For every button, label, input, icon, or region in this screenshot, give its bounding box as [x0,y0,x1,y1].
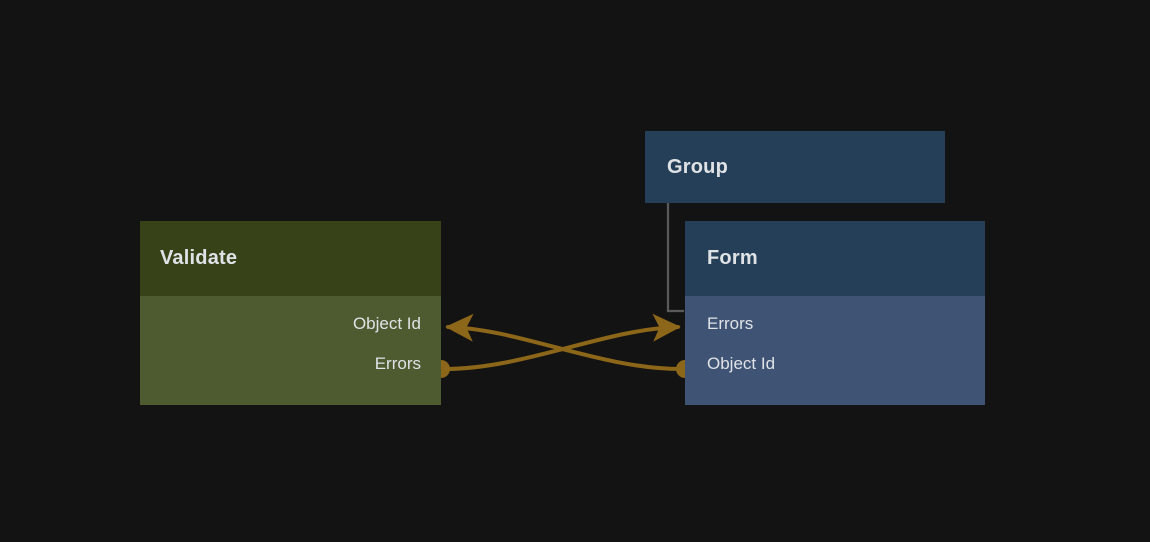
node-form-header[interactable]: Form [685,221,985,296]
port-label-form-errors: Errors [707,314,754,333]
port-validate-errors[interactable]: Errors [140,344,441,384]
node-validate[interactable]: Validate Object Id Errors [140,221,441,405]
node-validate-title: Validate [160,247,238,269]
edge-validate-errors-to-form-errors[interactable] [442,313,681,371]
port-validate-object-id[interactable]: Object Id [140,304,441,344]
port-label-form-object-id: Object Id [707,354,776,373]
port-form-object-id[interactable]: Object Id [685,344,985,384]
port-form-errors[interactable]: Errors [685,304,985,344]
node-group[interactable]: Group [645,131,945,203]
edge-form-objectid-to-validate-objectid[interactable] [445,313,683,371]
node-group-header[interactable]: Group [645,131,945,203]
node-validate-header[interactable]: Validate [140,221,441,296]
port-label-validate-errors: Errors [374,354,421,373]
node-form-body: Errors Object Id [685,296,985,405]
node-validate-body: Object Id Errors [140,296,441,405]
node-group-title: Group [667,155,728,178]
node-form[interactable]: Form Errors Object Id [685,221,985,405]
group-to-form-link [666,202,685,313]
port-label-validate-object-id: Object Id [352,314,421,333]
node-form-title: Form [707,247,758,269]
